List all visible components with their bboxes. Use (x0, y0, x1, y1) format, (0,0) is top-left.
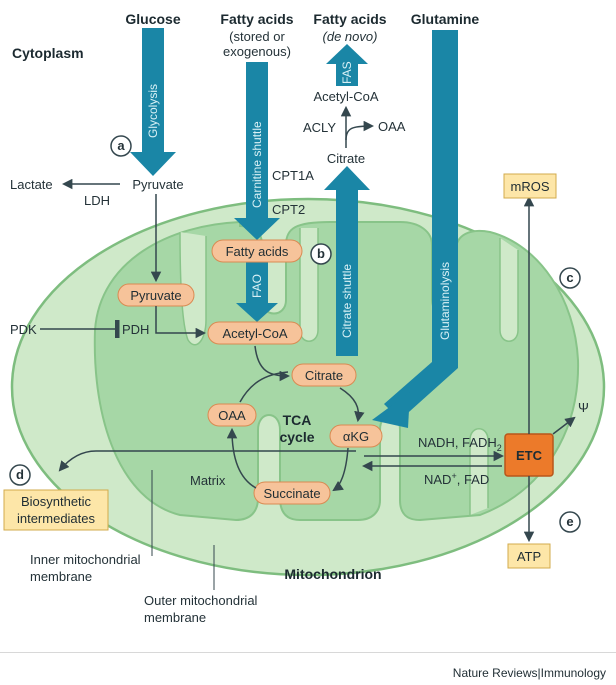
svg-text:αKG: αKG (343, 429, 369, 444)
journal-name: Nature Reviews (452, 666, 538, 680)
carnitine-shuttle-arrow: Carnitine shuttle (234, 62, 280, 240)
acly-label: ACLY (303, 120, 336, 135)
pill-oaa: OAA (207, 403, 257, 427)
citrate-shuttle-arrow: Citrate shuttle (324, 166, 370, 356)
tca-label: TCA (283, 412, 312, 428)
svg-text:Pyruvate: Pyruvate (130, 288, 181, 303)
glutamine-header: Glutamine (411, 11, 480, 27)
nadh-fadh-label: NADH, FADH2 (418, 435, 502, 453)
nad-fad-label: NAD+, FAD (424, 471, 489, 487)
matrix-label: Matrix (190, 473, 226, 488)
pdk-label: PDK (10, 322, 37, 337)
tca-citrate-akg (339, 387, 365, 423)
footer: Nature Reviews|Immunology (453, 666, 606, 680)
svg-text:intermediates: intermediates (17, 511, 96, 526)
marker-b: b (310, 243, 332, 265)
citrate-cytoplasm: Citrate (327, 151, 365, 166)
pdh-label: PDH (122, 322, 149, 337)
outer-membrane-label-2: membrane (144, 610, 206, 625)
pill-fatty-acids: Fatty acids (211, 239, 303, 263)
footer-separator: | (537, 666, 541, 680)
mitochondrion-label: Mitochondrion (284, 566, 381, 582)
outer-membrane-label-1: Outer mitochondrial (144, 593, 258, 608)
pill-pyruvate: Pyruvate (117, 283, 195, 307)
svg-text:Fatty acids: Fatty acids (226, 244, 289, 259)
mros-box: mROS (503, 173, 557, 199)
svg-text:OAA: OAA (218, 408, 246, 423)
glucose-header: Glucose (125, 11, 180, 27)
inner-membrane-label-2: membrane (30, 569, 92, 584)
marker-e: e (559, 511, 581, 533)
svg-text:Acetyl-CoA: Acetyl-CoA (222, 326, 287, 341)
psi-label: Ψ (578, 400, 589, 415)
svg-text:e: e (566, 514, 573, 529)
fao-arrow: FAO (236, 262, 278, 322)
pyruvate-to-acetylcoa (155, 306, 207, 339)
tca-succinate-oaa (226, 427, 257, 489)
marker-a: a (110, 135, 132, 157)
svg-text:ETC: ETC (516, 448, 543, 463)
fatty-acids-denovo-header: Fatty acids (313, 11, 386, 27)
pill-succinate: Succinate (253, 481, 331, 505)
crista (499, 238, 519, 342)
fatty-acids-sub2: exogenous) (223, 44, 291, 59)
pill-akg: αKG (329, 424, 383, 448)
glycolysis-label: Glycolysis (146, 84, 160, 138)
oaa-cytoplasm: OAA (378, 119, 406, 134)
carnitine-shuttle-label: Carnitine shuttle (250, 121, 264, 208)
atp-box: ATP (507, 543, 551, 569)
fao-label: FAO (250, 274, 264, 298)
marker-c: c (559, 267, 581, 289)
svg-text:b: b (317, 246, 325, 261)
glutaminolysis-arrow: Glutaminolysis (372, 30, 458, 428)
cpt2-label: CPT2 (272, 202, 305, 217)
fatty-acids-denovo-sub: (de novo) (323, 29, 378, 44)
journal-section: Immunology (540, 666, 606, 680)
svg-text:ATP: ATP (517, 549, 541, 564)
cycle-label: cycle (279, 429, 314, 445)
inner-membrane-label-1: Inner mitochondrial (30, 552, 141, 567)
glutaminolysis-label: Glutaminolysis (438, 262, 452, 340)
citrate-shuttle-label: Citrate shuttle (340, 264, 354, 338)
pyruvate-cytoplasm: Pyruvate (132, 177, 183, 192)
acly-oaa-arrow (345, 120, 375, 141)
cytoplasm-label: Cytoplasm (12, 45, 84, 61)
footer-rule (0, 652, 616, 653)
svg-text:mROS: mROS (511, 179, 550, 194)
svg-text:a: a (117, 138, 125, 153)
svg-text:Citrate: Citrate (305, 368, 343, 383)
etc-box: ETC (504, 433, 554, 477)
lactate-label: Lactate (10, 177, 53, 192)
svg-text:Biosynthetic: Biosynthetic (21, 494, 92, 509)
fatty-acids-sub1: (stored or (229, 29, 285, 44)
biosynthetic-box: Biosynthetic intermediates (3, 489, 109, 531)
tca-akg-succinate (332, 447, 349, 492)
crista (469, 428, 489, 515)
fatty-acids-header: Fatty acids (220, 11, 293, 27)
acetyl-coa-cytoplasm: Acetyl-CoA (313, 89, 378, 104)
marker-d: d (9, 464, 31, 486)
svg-text:d: d (16, 467, 24, 482)
tca-acetylcoa-citrate (254, 345, 291, 382)
pill-acetyl-coa: Acetyl-CoA (207, 321, 303, 345)
fas-label: FAS (340, 61, 354, 84)
etc-to-psi (552, 416, 576, 435)
svg-text:Succinate: Succinate (263, 486, 320, 501)
pill-citrate: Citrate (291, 363, 357, 387)
cpt1a-label: CPT1A (272, 168, 314, 183)
tca-oaa-citrate (239, 371, 289, 403)
glycolysis-arrow: Glycolysis (130, 28, 176, 176)
to-biosynthetic-arrow (58, 450, 356, 472)
fas-arrow: FAS (326, 44, 368, 86)
ldh-label: LDH (84, 193, 110, 208)
svg-text:c: c (566, 270, 573, 285)
